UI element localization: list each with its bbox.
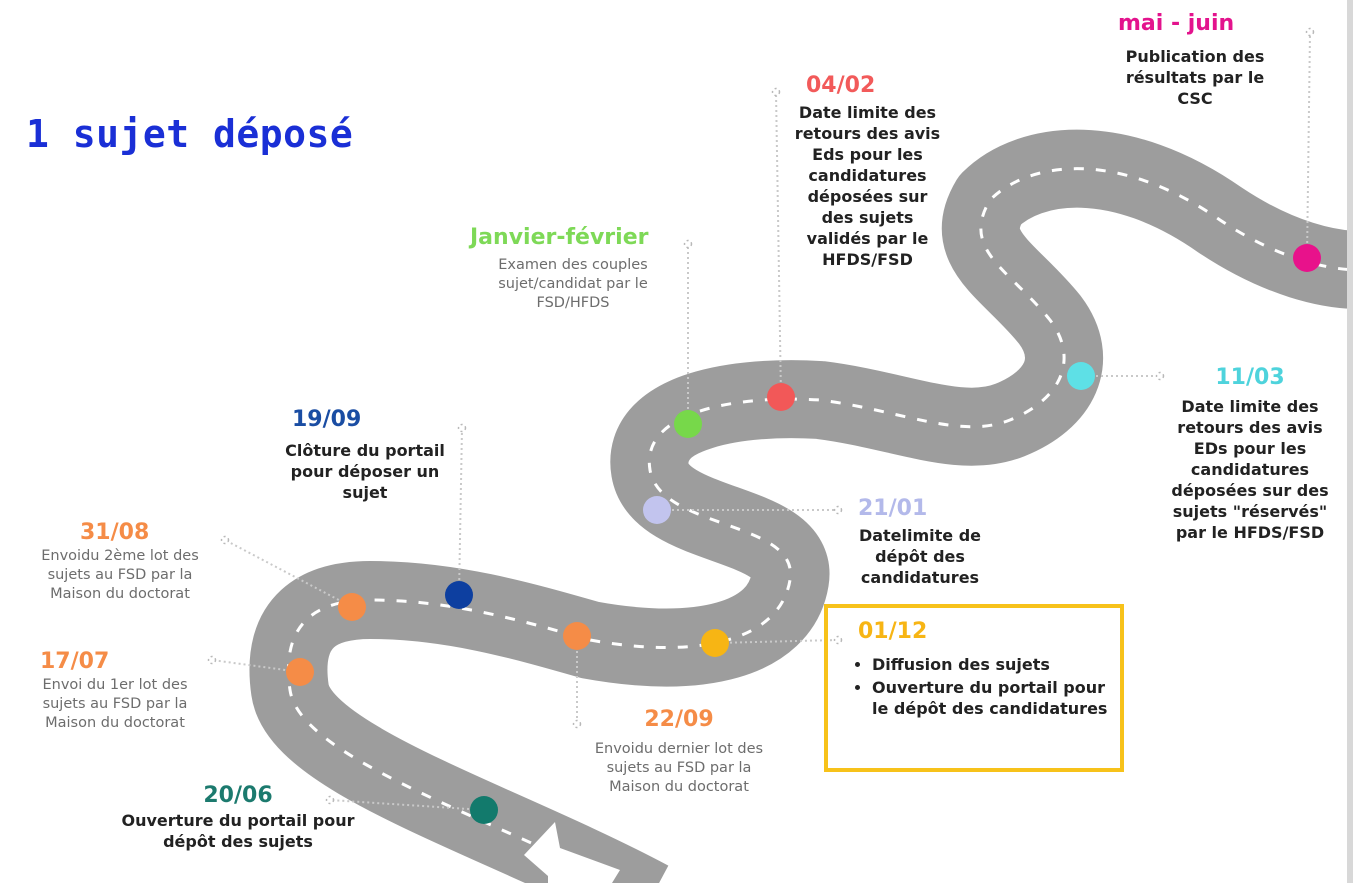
milestone-dot-mmaijuin — [1293, 244, 1321, 272]
milestone-01-12: 01/12 Diffusion des sujets Ouverture du … — [852, 618, 1112, 721]
milestone-dot-m2006 — [470, 796, 498, 824]
milestone-bullets: Diffusion des sujets Ouverture du portai… — [852, 654, 1112, 719]
connector-endpoint — [1155, 371, 1165, 381]
milestone-date: Janvier-février — [470, 225, 649, 250]
page-title: 1 sujet déposé — [26, 112, 354, 156]
milestone-date: 17/07 — [40, 649, 110, 674]
connector-line — [329, 799, 485, 811]
milestone-date: 01/12 — [858, 619, 928, 644]
start-arrow-icon — [524, 822, 620, 883]
milestone-text: Envoidu dernier lot des sujets au FSD pa… — [594, 741, 764, 795]
milestone-date: 04/02 — [806, 73, 876, 98]
milestone-text: Publication des résultats par le CSC — [1125, 47, 1265, 108]
milestone-dot-m0402 — [767, 383, 795, 411]
milestone-text: Envoi du 1er lot des sujets au FSD par l… — [42, 677, 188, 731]
milestone-04-02: 04/02 Date limite des retours des avis E… — [790, 72, 945, 270]
vertical-scrollbar[interactable] — [1347, 0, 1353, 883]
milestone-31-08: 31/08 Envoidu 2ème lot des sujets au FSD… — [20, 519, 220, 604]
milestone-date: 20/06 — [203, 783, 273, 808]
milestone-mai-juin: mai - juin Publication des résultats par… — [1110, 10, 1280, 109]
milestone-date: 22/09 — [644, 707, 714, 732]
milestone-date: mai - juin — [1118, 11, 1235, 36]
connector-line — [224, 539, 353, 608]
milestone-22-09: 22/09 Envoidu dernier lot des sujets au … — [584, 706, 774, 797]
milestone-dot-m1909 — [445, 581, 473, 609]
milestone-dot-m2209 — [563, 622, 591, 650]
milestone-dot-mjanfev — [674, 410, 702, 438]
milestone-dot-m3108 — [338, 593, 366, 621]
milestone-text: Examen des couples sujet/candidat par le… — [498, 257, 648, 311]
milestone-janvier-fevrier: Janvier-février Examen des couples sujet… — [460, 224, 710, 313]
milestone-17-07: 17/07 Envoi du 1er lot des sujets au FSD… — [20, 648, 210, 733]
milestone-text: Date limite des retours des avis Eds pou… — [794, 103, 941, 269]
connector-line — [714, 639, 839, 644]
milestone-text: Ouverture du portail pour dépôt des suje… — [121, 811, 355, 851]
connector-endpoint — [220, 535, 230, 545]
milestone-date: 31/08 — [80, 520, 150, 545]
milestone-11-03: 11/03 Date limite des retours des avis E… — [1160, 364, 1340, 543]
milestone-date-row: 04/02 — [790, 72, 945, 100]
connector-endpoint — [1305, 27, 1315, 37]
bullet-item: Ouverture du portail pour le dépôt des c… — [872, 677, 1112, 719]
connector-endpoint — [833, 505, 843, 515]
connector-line — [775, 91, 782, 398]
milestone-dot-m1103 — [1067, 362, 1095, 390]
milestone-19-09: 19/09 Clôture du portail pour déposer un… — [270, 406, 460, 503]
milestone-21-01: 21/01 Datelimite de dépôt des candidatur… — [840, 495, 1000, 588]
connector-endpoint — [457, 423, 467, 433]
milestone-text: Envoidu 2ème lot des sujets au FSD par l… — [41, 548, 199, 602]
connector-endpoint — [207, 655, 217, 665]
milestone-text: Date limite des retours des avis EDs pou… — [1171, 397, 1329, 542]
milestone-20-06: 20/06 Ouverture du portail pour dépôt de… — [118, 782, 358, 852]
milestone-date: 21/01 — [858, 496, 928, 521]
milestone-dot-m1707 — [286, 658, 314, 686]
bullet-item: Diffusion des sujets — [872, 654, 1112, 675]
road-lane-markings — [287, 167, 1353, 883]
connector-endpoint — [325, 795, 335, 805]
milestone-text: Datelimite de dépôt des candidatures — [858, 526, 982, 587]
milestone-dot-m0112 — [701, 629, 729, 657]
milestone-text: Clôture du portail pour déposer un sujet — [285, 441, 445, 502]
connector-endpoint — [771, 87, 781, 97]
milestone-date: 11/03 — [1215, 365, 1285, 390]
connector-endpoint — [572, 719, 582, 729]
connector-endpoint — [683, 239, 693, 249]
milestone-dot-m2101 — [643, 496, 671, 524]
highlight-box — [824, 604, 1124, 772]
connector-endpoint — [833, 635, 843, 645]
milestone-date: 19/09 — [292, 407, 362, 432]
